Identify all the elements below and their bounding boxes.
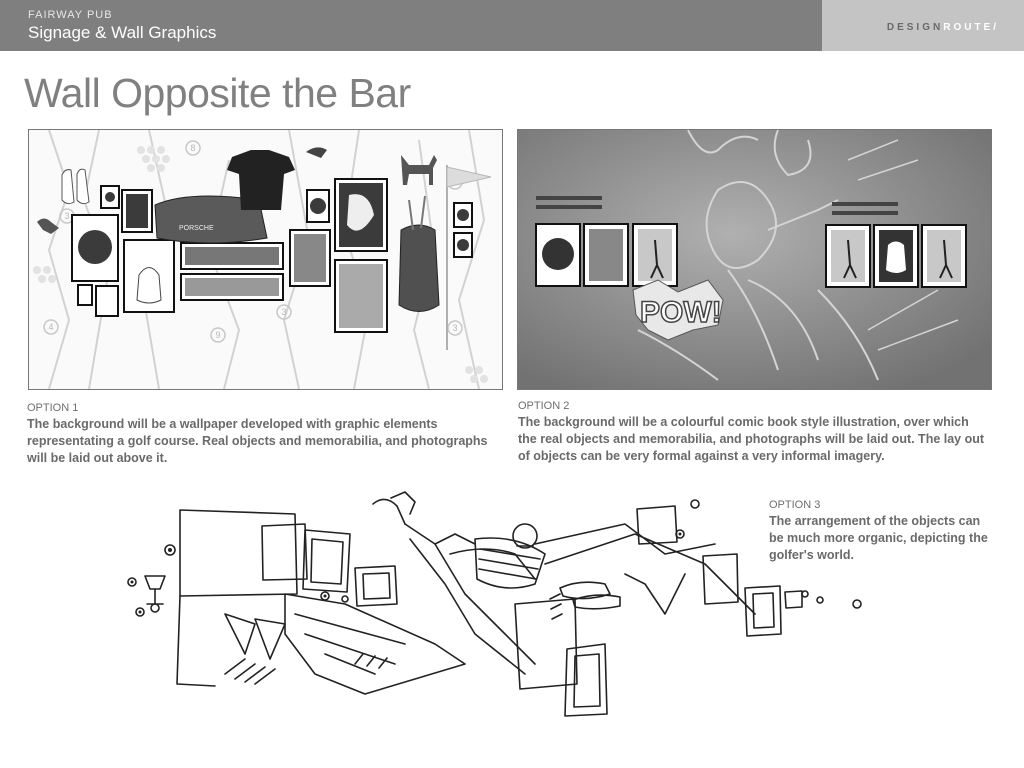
pow-text: POW! [640, 296, 722, 329]
option2-label: OPTION 2 [518, 400, 570, 412]
option1-label: OPTION 1 [27, 402, 79, 414]
brand-logo: DESIGNROUTE/ [822, 0, 1024, 51]
section-title: Signage & Wall Graphics [28, 23, 217, 42]
hole-marker-8: 8 [190, 143, 195, 153]
option1-description: The background will be a wallpaper devel… [27, 417, 488, 465]
golf-club-bag [398, 195, 440, 312]
option3-sketch [127, 491, 862, 717]
option1-wallpaper-image: 8 3 3 3 4 9 3 [28, 129, 503, 390]
option2-comic-image: POW! [517, 129, 992, 390]
pow-comic-burst: POW! [632, 279, 724, 341]
option3-description: The arrangement of the objects can be mu… [769, 514, 988, 562]
golf-duffel-bag: PORSCHE [154, 195, 268, 244]
bird-icon [37, 218, 59, 234]
hole-marker-3d: 3 [64, 211, 69, 221]
option2-description: The background will be a colourful comic… [518, 415, 985, 463]
bag-brand-text: PORSCHE [179, 225, 214, 232]
brand-logo-part1: DESIGN [886, 22, 944, 33]
hole-marker-4: 4 [48, 322, 53, 332]
brand-logo-part2: ROUTE/ [943, 22, 999, 33]
hole-marker-3a: 3 [281, 307, 286, 317]
project-name: FAIRWAY PUB [28, 9, 113, 21]
t-shirt [227, 150, 295, 210]
hole-marker-9: 9 [215, 330, 220, 340]
option3-label: OPTION 3 [769, 499, 821, 511]
hole-marker-3c: 3 [452, 323, 457, 333]
deer-icon [401, 155, 437, 185]
page-title: Wall Opposite the Bar [24, 70, 411, 116]
golf-shoes [61, 168, 90, 205]
